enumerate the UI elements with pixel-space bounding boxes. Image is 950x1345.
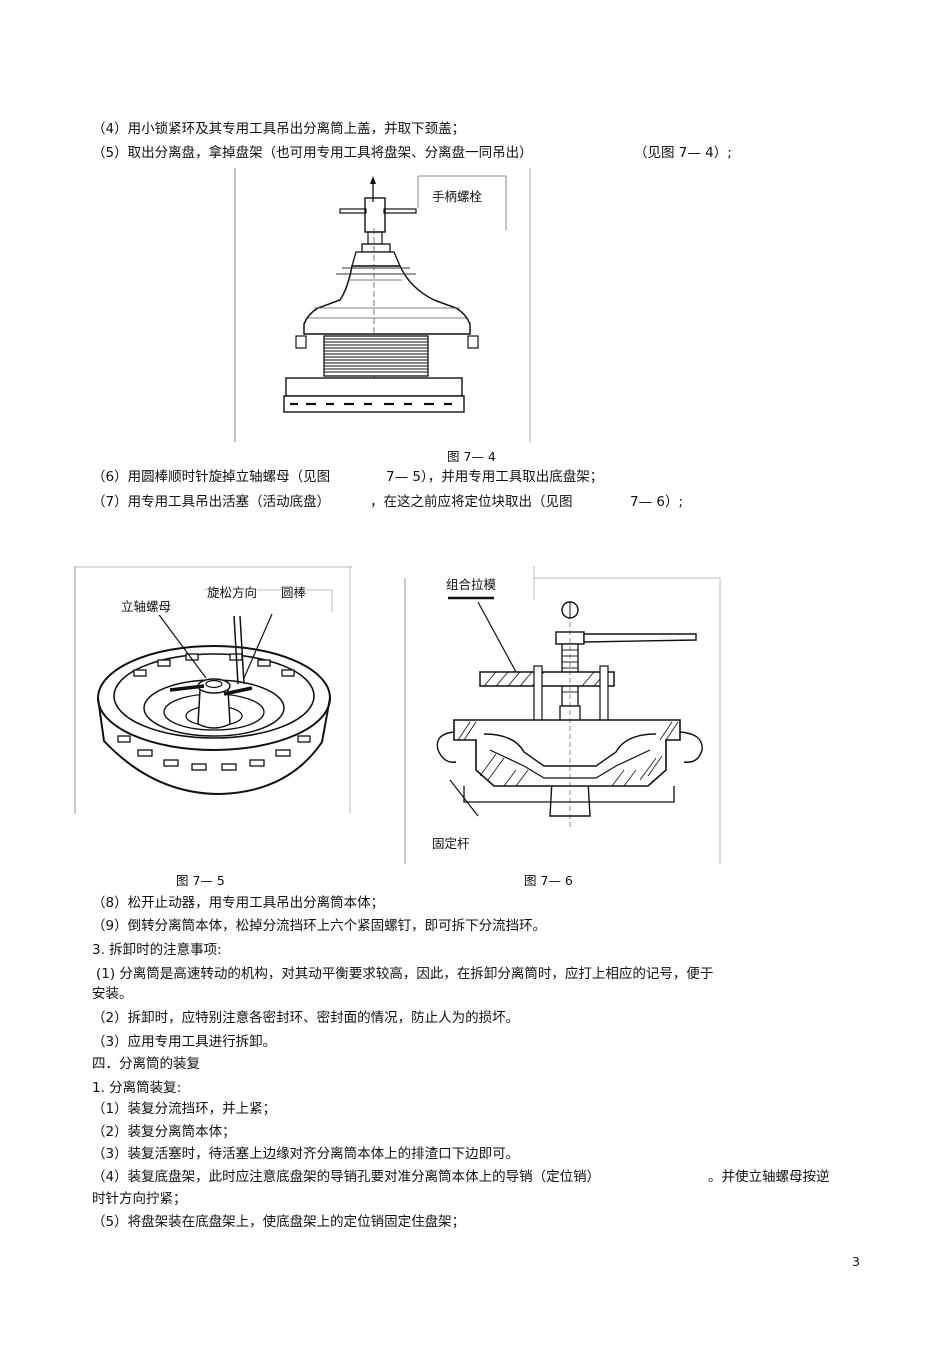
text-line-10: （2）拆卸时，应特别注意各密封环、密封面的情况，防止人为的损坏。 xyxy=(92,1010,520,1026)
text-line-5: （8）松开止动器，用专用工具吊出分离筒本体； xyxy=(92,895,385,911)
callout-combined-puller: 组合拉模 xyxy=(446,574,497,593)
text-line-11: （3）应用专用工具进行拆卸。 xyxy=(92,1034,277,1050)
text-line-19: （5）将盘架装在底盘架上，使底盘架上的定位销固定住盘架； xyxy=(92,1214,466,1230)
text-line-4-mid: ，在这之前应将定位块取出（见图 xyxy=(370,494,573,510)
text-line-9: 安装。 xyxy=(92,986,133,1002)
text-line-6: （9）倒转分离筒本体，松掉分流挡环上六个紧固螺钉，即可拆下分流挡环。 xyxy=(92,918,547,934)
text-line-16: （3）装复活塞时，待活塞上边缘对齐分离筒本体上的排渣口下边即可。 xyxy=(92,1146,520,1162)
text-line-3-ref: 7— 5），并用专用工具取出底盘架； xyxy=(386,469,604,485)
callout-loosen-direction: 旋松方向 xyxy=(207,582,258,601)
figure-7-4-drawing xyxy=(234,168,531,442)
text-line-15: （2）装复分离筒本体； xyxy=(92,1124,236,1140)
callout-handle-bolt: 手柄螺栓 xyxy=(432,186,483,205)
text-line-14: （1）装复分流挡环，并上紧； xyxy=(92,1101,277,1117)
figure-7-5-caption: 图 7— 5 xyxy=(176,873,225,888)
page-number: 3 xyxy=(852,1254,860,1269)
figure-7-6: 组合拉模 固定杆 xyxy=(404,566,722,864)
text-line-13: 1. 分离筒装复: xyxy=(92,1080,182,1096)
callout-fixing-rod: 固定杆 xyxy=(432,833,470,852)
text-line-4-ref: 7— 6）; xyxy=(630,494,684,510)
figure-7-6-caption: 图 7— 6 xyxy=(524,873,573,888)
figure-7-5-drawing xyxy=(74,566,352,814)
text-line-2-ref: （见图 7— 4）; xyxy=(634,145,732,161)
text-line-7: 3. 拆卸时的注意事项: xyxy=(92,942,222,958)
callout-round-rod: 圆棒 xyxy=(281,582,307,601)
figure-7-4-caption: 图 7— 4 xyxy=(447,449,496,464)
callout-spindle-nut: 立轴螺母 xyxy=(121,596,172,615)
figure-7-5: 立轴螺母 旋松方向 圆棒 xyxy=(74,566,352,814)
text-line-3: （6）用圆棒顺时针旋掉立轴螺母（见图 xyxy=(92,469,331,485)
text-line-17: （4）装复底盘架，此时应注意底盘架的导销孔要对准分离筒本体上的导销（定位销） xyxy=(92,1169,601,1185)
text-line-2: （5）取出分离盘，拿掉盘架（也可用专用工具将盘架、分离盘一同吊出） xyxy=(92,145,533,161)
text-line-4: （7）用专用工具吊出活塞（活动底盘） xyxy=(92,494,331,510)
figure-7-6-drawing xyxy=(404,566,721,864)
text-line-1: （4）用小锁紧环及其专用工具吊出分离筒上盖，并取下颈盖； xyxy=(92,121,466,137)
text-line-8: (1) 分离筒是高速转动的机构，对其动平衡要求较高，因此，在拆卸分离筒时，应打上… xyxy=(96,966,714,982)
text-line-18: 时针方向拧紧； xyxy=(92,1191,187,1207)
figure-7-4: 手柄螺栓 xyxy=(234,168,532,442)
text-line-12: 四．分离筒的装复 xyxy=(92,1056,200,1072)
text-line-17-end: 。并使立轴螺母按逆 xyxy=(708,1169,830,1185)
